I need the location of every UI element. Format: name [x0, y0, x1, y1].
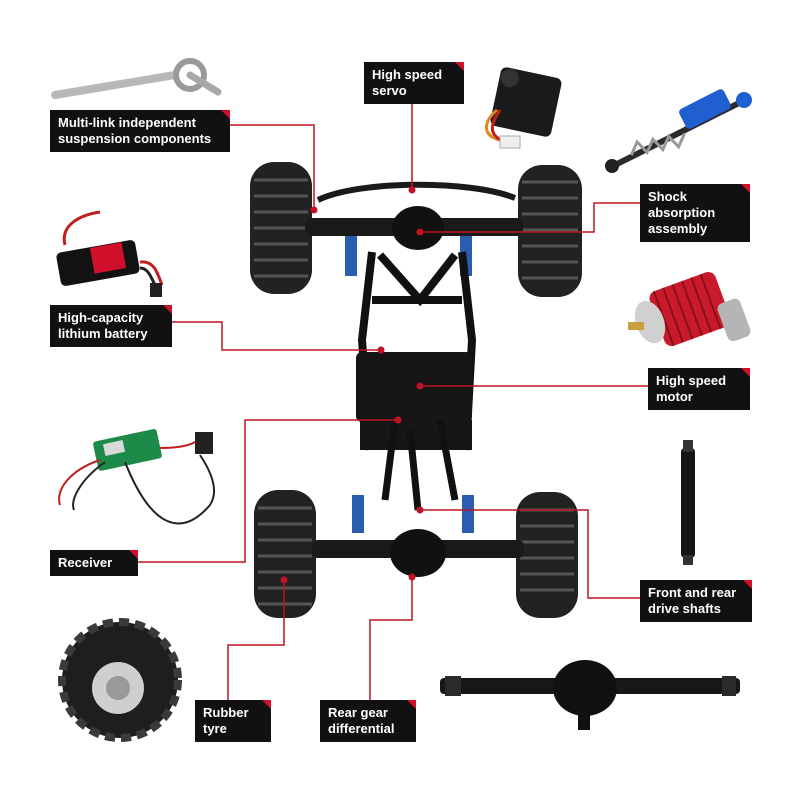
callout-corner-accent: [741, 184, 750, 193]
leader-lines: [138, 103, 648, 700]
leader-shock: [420, 202, 640, 233]
leader-receiver: [138, 419, 398, 563]
callout-shock-line1: Shock: [648, 189, 688, 204]
leader-dots: [280, 186, 424, 584]
leader-differential: [369, 577, 413, 700]
callout-servo: High speed servo: [364, 62, 464, 104]
lipo-battery-image: [56, 210, 164, 297]
callout-driveshafts-line2: drive shafts: [648, 601, 721, 616]
front-left-tyre: [250, 162, 312, 294]
callout-differential: Rear gear differential: [320, 700, 416, 742]
callout-battery-line1: High-capacity: [58, 310, 144, 325]
rear-right-tyre: [516, 492, 578, 618]
callout-corner-accent: [221, 110, 230, 119]
rubber-tyre-image: [58, 618, 182, 742]
rear-axle-image: [440, 660, 740, 730]
leader-battery: [172, 321, 381, 351]
front-right-tyre: [518, 165, 582, 297]
callout-tyre-line1: Rubber: [203, 705, 249, 720]
callout-shock-line3: assembly: [648, 221, 708, 236]
callout-battery: High-capacity lithium battery: [50, 305, 172, 347]
leader-driveshafts: [420, 509, 640, 599]
callout-corner-accent: [129, 550, 138, 559]
leader-tyre: [227, 580, 285, 700]
callout-suspension: Multi-link independent suspension compon…: [50, 110, 230, 152]
callout-corner-accent: [455, 62, 464, 71]
callout-receiver: Receiver: [50, 550, 138, 576]
receiver-board-image: [58, 429, 216, 525]
callout-servo-line1: High speed: [372, 67, 443, 82]
callout-driveshafts: Front and rear drive shafts: [640, 580, 752, 622]
callout-motor-line1: High speed: [656, 373, 727, 388]
shock-absorber-image: [605, 89, 752, 173]
callout-servo-line2: servo: [372, 83, 407, 98]
drive-shaft-image: [681, 440, 695, 565]
callout-motor: High speed motor: [648, 368, 750, 410]
callout-corner-accent: [741, 368, 750, 377]
leader-suspension: [230, 124, 315, 210]
callout-differential-line1: Rear gear: [328, 705, 388, 720]
servo-image: [485, 67, 562, 149]
rear-left-tyre: [254, 490, 316, 618]
callout-shock: Shock absorption assembly: [640, 184, 750, 242]
callout-receiver-line1: Receiver: [58, 555, 113, 570]
callout-driveshafts-line1: Front and rear: [648, 585, 737, 600]
callout-suspension-line2: suspension components: [58, 131, 212, 146]
callout-battery-line2: lithium battery: [58, 326, 148, 341]
callout-differential-line2: differential: [328, 721, 395, 736]
callout-suspension-line1: Multi-link independent: [58, 115, 196, 130]
drive-shaft-rod-image: [51, 58, 222, 99]
callout-tyre: Rubber tyre: [195, 700, 271, 742]
rc-chassis-image: [250, 162, 582, 618]
callout-corner-accent: [743, 580, 752, 589]
callout-corner-accent: [163, 305, 172, 314]
electric-motor-image: [628, 272, 751, 347]
callout-shock-line2: absorption: [648, 205, 716, 220]
callout-corner-accent: [262, 700, 271, 709]
callout-corner-accent: [407, 700, 416, 709]
callout-motor-line2: motor: [656, 389, 693, 404]
callout-tyre-line2: tyre: [203, 721, 227, 736]
